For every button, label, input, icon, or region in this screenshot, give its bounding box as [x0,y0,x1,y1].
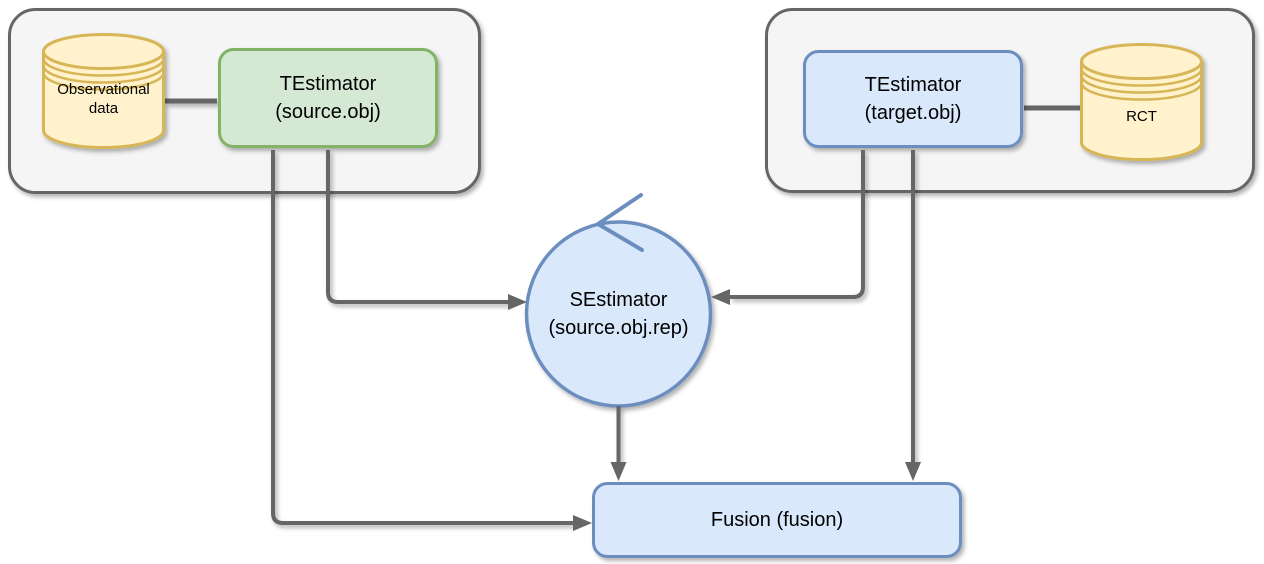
fusion-box [592,482,962,558]
source-estimator-box [218,48,438,148]
edge-targetestimator-to-sestimator [730,150,865,299]
plain-connectors [165,98,1080,111]
cylinder-ring [42,58,165,77]
cylinder-ring [1080,68,1203,87]
arrow-edges [271,150,915,525]
cylinder-ring [1080,82,1203,101]
arrowhead-into-fusion-left [573,515,592,531]
cylinder-body [1080,43,1203,161]
cylinder-rim [1080,61,1203,80]
cylinder-ring [42,72,165,91]
cylinder-rim [42,51,165,70]
arrowhead-into-fusion-top-right [905,462,921,481]
target-estimator-box [803,50,1023,148]
observational-data-cylinder [42,33,165,149]
cylinder-body [42,33,165,149]
cylinder-ring [1080,75,1203,94]
s-estimator-circle [524,220,713,408]
cylinder-ring [42,65,165,84]
arrowheads [508,289,921,531]
arrowhead-into-sestimator-right [711,289,730,305]
arrowhead-into-fusion-top-left [610,462,627,481]
edge-sourceestimator-to-fusion [271,150,574,525]
edge-sourceestimator-to-sestimator [326,150,509,304]
rct-cylinder [1080,43,1203,161]
arrowhead-into-sestimator-left [508,294,527,310]
loop-arrowhead-icon [596,193,644,252]
